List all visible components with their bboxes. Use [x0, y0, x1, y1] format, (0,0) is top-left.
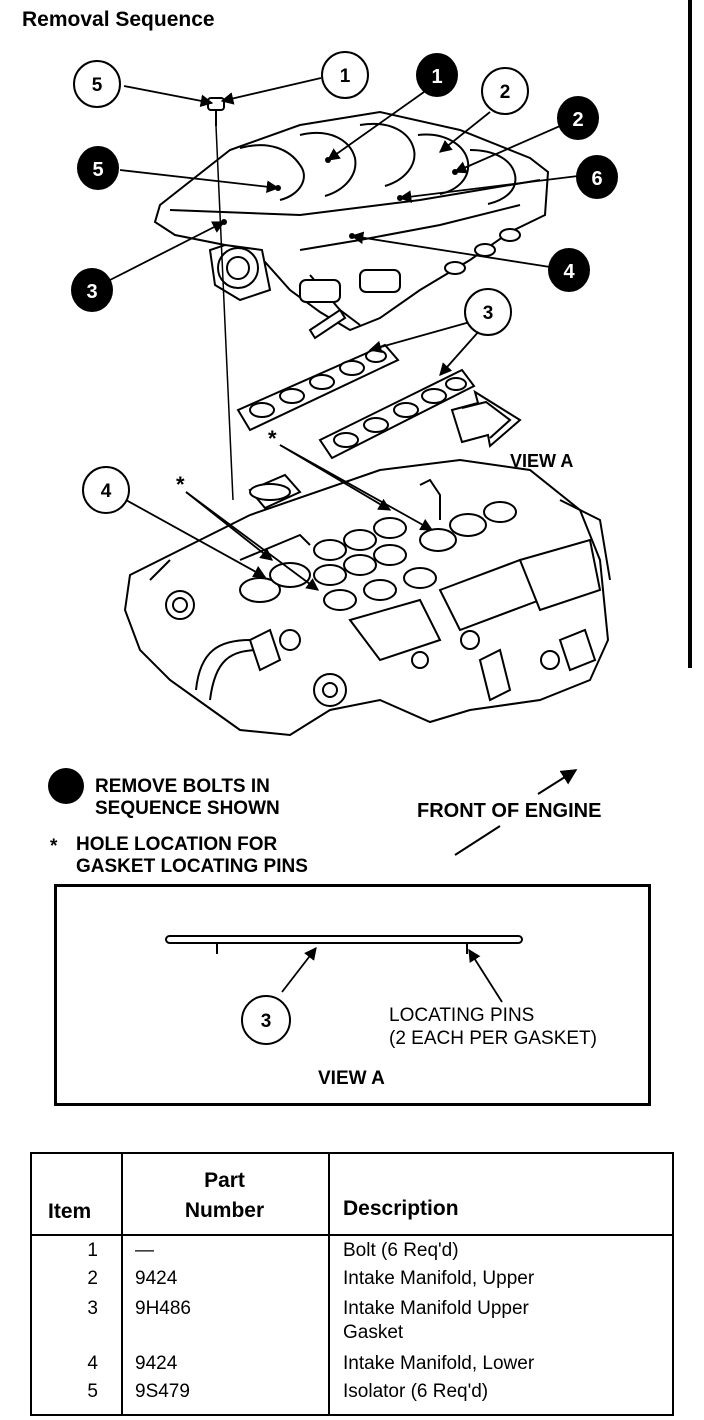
front-of-engine-label: FRONT OF ENGINE [417, 800, 602, 822]
callout-outline-5-label: 5 [92, 75, 103, 96]
callout-filled-4-label: 4 [563, 261, 575, 283]
front-of-engine-arrow [454, 769, 578, 856]
row-part-number: — [135, 1240, 154, 1261]
view-a-arrow-label: VIEW A [510, 451, 573, 471]
parts-table: Item Part Number Description 1 — Bolt (6… [30, 1152, 674, 1416]
legend-remove-bolts: REMOVE BOLTS IN SEQUENCE SHOWN [95, 776, 280, 820]
asterisk-marker-left: * [176, 472, 185, 497]
row-description-cont: Gasket [343, 1322, 404, 1343]
callout-outline-4-label: 4 [101, 481, 112, 502]
view-a-box-label: VIEW A [318, 1068, 385, 1089]
row-part-number: 9424 [135, 1353, 178, 1374]
locating-pins-line2: (2 EACH PER GASKET) [389, 1028, 597, 1049]
row-item: 5 [87, 1381, 98, 1402]
row-description: Isolator (6 Req'd) [343, 1381, 489, 1402]
callout-outline-4: 4 [82, 466, 130, 514]
row-description: Intake Manifold, Lower [343, 1353, 535, 1374]
row-item: 1 [87, 1240, 98, 1261]
table-header-rule [32, 1234, 672, 1236]
exploded-view-illustration: VIEW A [71, 51, 618, 737]
row-part-number: 9H486 [135, 1298, 191, 1319]
callout-filled-5-label: 5 [92, 159, 103, 181]
legend-bolts-line2: SEQUENCE SHOWN [95, 798, 280, 819]
leader-lines [109, 77, 579, 591]
header-description: Description [343, 1197, 459, 1220]
row-part-number: 9S479 [135, 1381, 190, 1402]
callout-filled-5: 5 [77, 146, 119, 190]
legend-holes-line2: GASKET LOCATING PINS [76, 856, 308, 877]
callout-outline-2: 2 [481, 67, 529, 115]
header-item: Item [48, 1200, 92, 1223]
callout-filled-3-label: 3 [86, 281, 97, 303]
callout-outline-3-gaskets: 3 [464, 288, 512, 336]
callout-outline-5: 5 [73, 60, 121, 108]
callout-filled-2-label: 2 [572, 109, 583, 131]
table-divider [328, 1154, 330, 1414]
callout-filled-1-label: 1 [431, 66, 442, 88]
intake-gaskets [236, 343, 476, 460]
row-item: 3 [87, 1298, 98, 1319]
header-part-line1: Part [204, 1169, 245, 1192]
legend-bolts-line1: REMOVE BOLTS IN [95, 776, 270, 797]
row-item: 2 [87, 1268, 98, 1289]
callout-outline-3-label: 3 [483, 303, 494, 324]
asterisk-marker-right: * [268, 426, 277, 451]
header-part-line2: Number [184, 1199, 265, 1222]
locating-pins-line1: LOCATING PINS [389, 1005, 535, 1026]
view-a-gasket-illustration: 3 [165, 935, 523, 1045]
table-divider [121, 1154, 123, 1414]
callout-outline-1-label: 1 [340, 66, 351, 87]
view-a-arrow [450, 389, 522, 448]
row-item: 4 [87, 1353, 98, 1374]
page-title: Removal Sequence [22, 8, 215, 31]
callout-filled-6-label: 6 [591, 168, 602, 190]
callout-filled-4: 4 [548, 248, 590, 292]
locating-pins-label: LOCATING PINS (2 EACH PER GASKET) [389, 1004, 597, 1050]
callout-filled-1: 1 [416, 53, 458, 97]
view-a-callout-3-label: 3 [261, 1011, 272, 1032]
bolt-locations [221, 157, 458, 239]
legend-filled-dot-icon [48, 768, 84, 804]
callout-outline-1: 1 [321, 51, 369, 99]
view-a-detail-box [54, 884, 651, 1106]
legend-hole-location: HOLE LOCATION FOR GASKET LOCATING PINS [76, 834, 308, 878]
legend-holes-line1: HOLE LOCATION FOR [76, 834, 278, 855]
callout-filled-6: 6 [576, 155, 618, 199]
callout-filled-3: 3 [71, 268, 113, 312]
callout-filled-2: 2 [557, 96, 599, 140]
row-description: Intake Manifold, Upper [343, 1268, 535, 1289]
row-part-number: 9424 [135, 1268, 178, 1289]
callout-outline-2-label: 2 [500, 82, 511, 103]
row-description: Intake Manifold Upper [343, 1298, 529, 1319]
row-description: Bolt (6 Req'd) [343, 1240, 459, 1261]
legend-asterisk: * [50, 836, 58, 857]
engine-lower-assembly [123, 458, 611, 737]
page-border-rule [688, 0, 692, 668]
upper-intake-manifold [153, 110, 550, 340]
